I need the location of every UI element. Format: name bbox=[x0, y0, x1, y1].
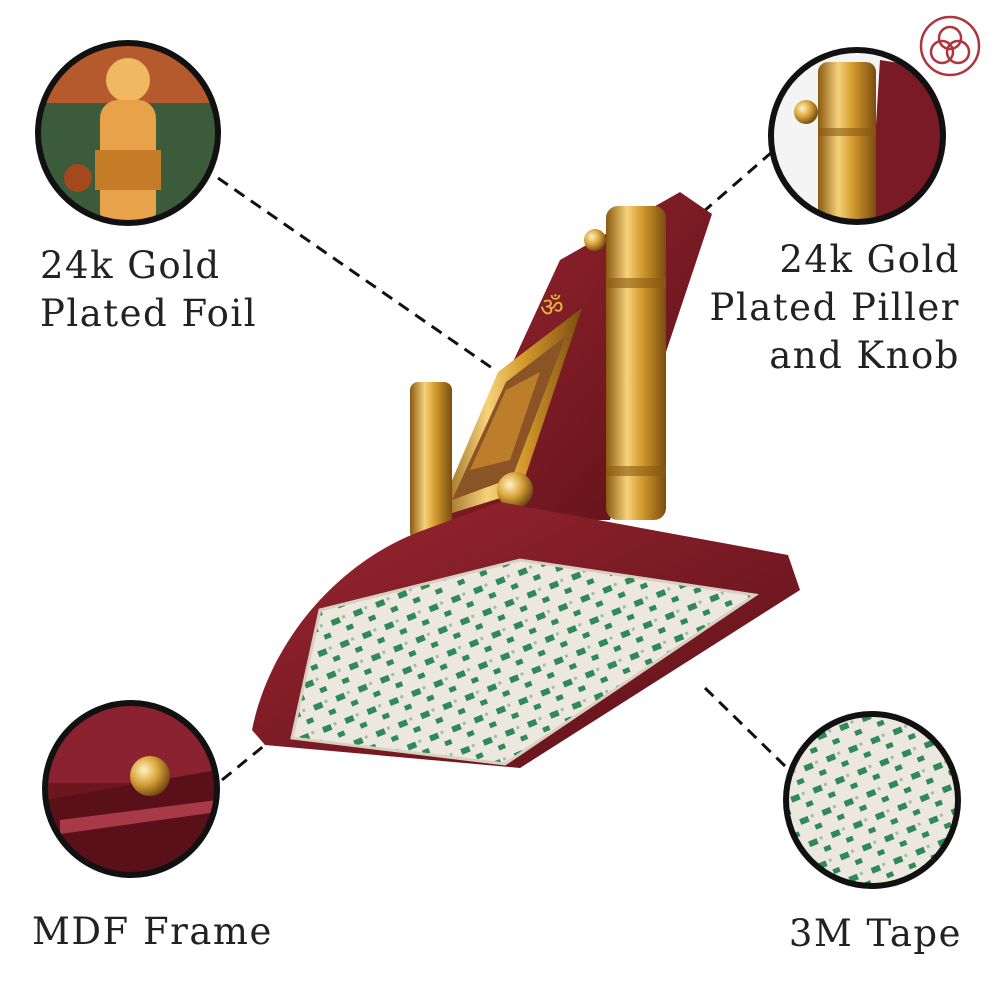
leader-foil bbox=[217, 176, 493, 370]
leader-piller bbox=[649, 150, 773, 260]
knob bbox=[497, 472, 533, 508]
leader-tape bbox=[703, 686, 787, 768]
callout-foil-label: 24k Gold Plated Foil bbox=[40, 242, 257, 338]
knob bbox=[584, 229, 606, 251]
callout-piller-line2: Plated Piller bbox=[709, 286, 960, 329]
detail-circle-foil bbox=[35, 40, 221, 226]
left-pillar bbox=[410, 382, 452, 540]
callout-mdf-label: MDF Frame bbox=[32, 910, 273, 953]
om-symbol: ॐ bbox=[540, 293, 564, 323]
callout-foil-line2: Plated Foil bbox=[40, 292, 258, 335]
tape-pad bbox=[290, 558, 760, 766]
callout-piller-label: 24k Gold Plated Piller and Knob bbox=[710, 236, 960, 380]
detail-circle-tape bbox=[783, 711, 961, 889]
card-stand: ॐ bbox=[252, 192, 800, 768]
callout-tape-label: 3M Tape bbox=[788, 912, 962, 955]
detail-circle-mdf bbox=[42, 700, 220, 878]
brand-logo-icon bbox=[919, 15, 981, 77]
detail-circle-piller bbox=[768, 47, 946, 225]
callout-foil-line1: 24k Gold bbox=[40, 244, 221, 287]
callout-piller-line3: and Knob bbox=[769, 334, 960, 377]
callout-piller-line1: 24k Gold bbox=[779, 238, 960, 281]
